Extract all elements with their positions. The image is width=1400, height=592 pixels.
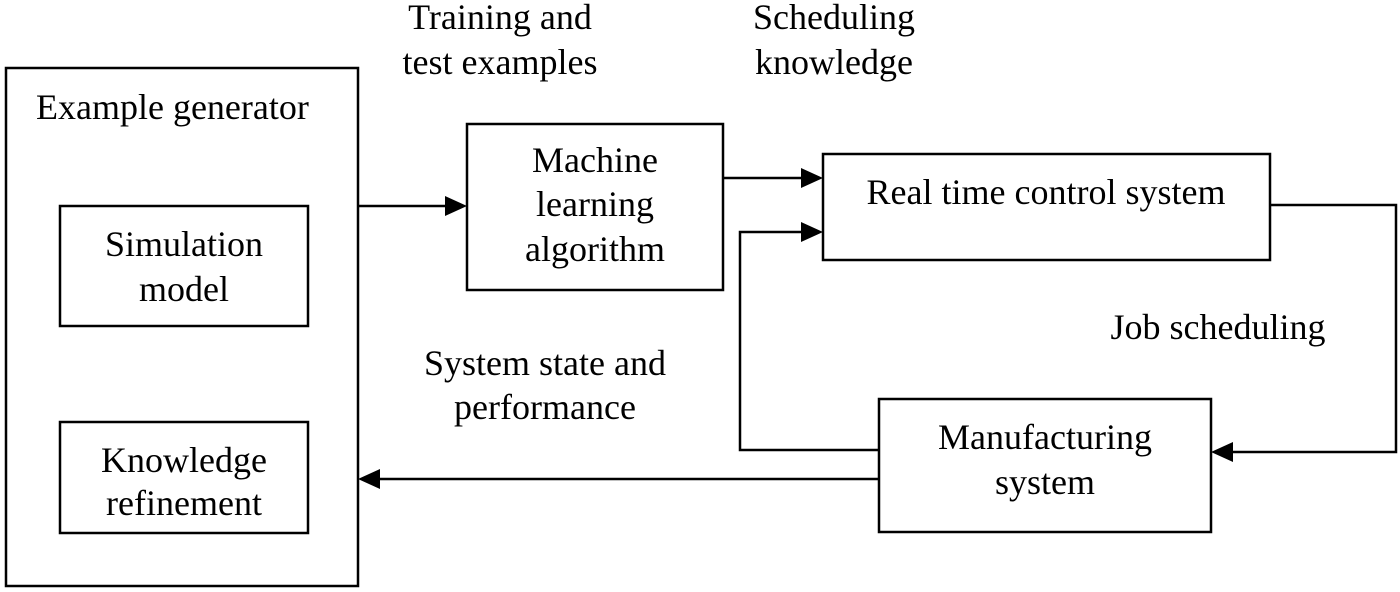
manufacturing-system-box [877, 397, 1213, 534]
real-time-control-system-label: Real time control system [867, 172, 1226, 212]
machine-learning-algorithm-label-line-2: learning [536, 184, 654, 224]
edge-scheduling-knowledge-arrowhead [801, 168, 823, 188]
edge-scheduling-knowledge-label-line-2: knowledge [755, 42, 913, 82]
edge-feedback-arrowhead [801, 222, 823, 242]
edge-job-scheduling-arrowhead [1211, 442, 1233, 462]
manufacturing-system-label-line-1: Manufacturing [938, 417, 1152, 457]
example-generator-label: Example generator [36, 87, 309, 127]
machine-learning-algorithm-label-line-1: Machine [532, 140, 658, 180]
edge-job-scheduling-line [1231, 203, 1398, 454]
edge-system-state-label-line-1: System state and [424, 343, 666, 383]
edge-feedback [738, 222, 879, 452]
edge-system-state: System state and performance [358, 343, 879, 489]
real-time-control-system-box [821, 152, 1272, 262]
edge-job-scheduling: Job scheduling [1111, 203, 1398, 462]
simulation-model-box [58, 204, 310, 328]
edge-training-examples-label-line-2: test examples [403, 42, 598, 82]
knowledge-refinement-box [58, 420, 310, 535]
manufacturing-system-node: Manufacturing system [877, 397, 1213, 534]
real-time-control-system-node: Real time control system [821, 152, 1272, 262]
machine-learning-algorithm-box [465, 122, 725, 292]
edge-training-examples-label-line-1: Training and [408, 0, 592, 37]
machine-learning-algorithm-node: Machine learning algorithm [465, 122, 725, 292]
simulation-model-label-line-1: Simulation [105, 224, 263, 264]
simulation-model-node: Simulation model [58, 204, 310, 328]
edge-job-scheduling-label: Job scheduling [1111, 307, 1326, 347]
edge-training-examples: Training and test examples [358, 0, 597, 216]
edge-system-state-arrowhead [358, 469, 380, 489]
edge-feedback-line [738, 230, 879, 452]
machine-learning-algorithm-label-line-3: algorithm [525, 229, 665, 269]
simulation-model-label-line-2: model [139, 269, 229, 309]
edge-scheduling-knowledge: Scheduling knowledge [723, 0, 915, 188]
edge-scheduling-knowledge-label-line-1: Scheduling [753, 0, 915, 37]
knowledge-refinement-label-line-1: Knowledge [101, 440, 267, 480]
edge-training-examples-arrowhead [445, 196, 467, 216]
knowledge-refinement-label-line-2: refinement [106, 483, 262, 523]
edge-system-state-label-line-2: performance [454, 387, 636, 427]
manufacturing-system-label-line-2: system [995, 462, 1095, 502]
knowledge-refinement-node: Knowledge refinement [58, 420, 310, 535]
